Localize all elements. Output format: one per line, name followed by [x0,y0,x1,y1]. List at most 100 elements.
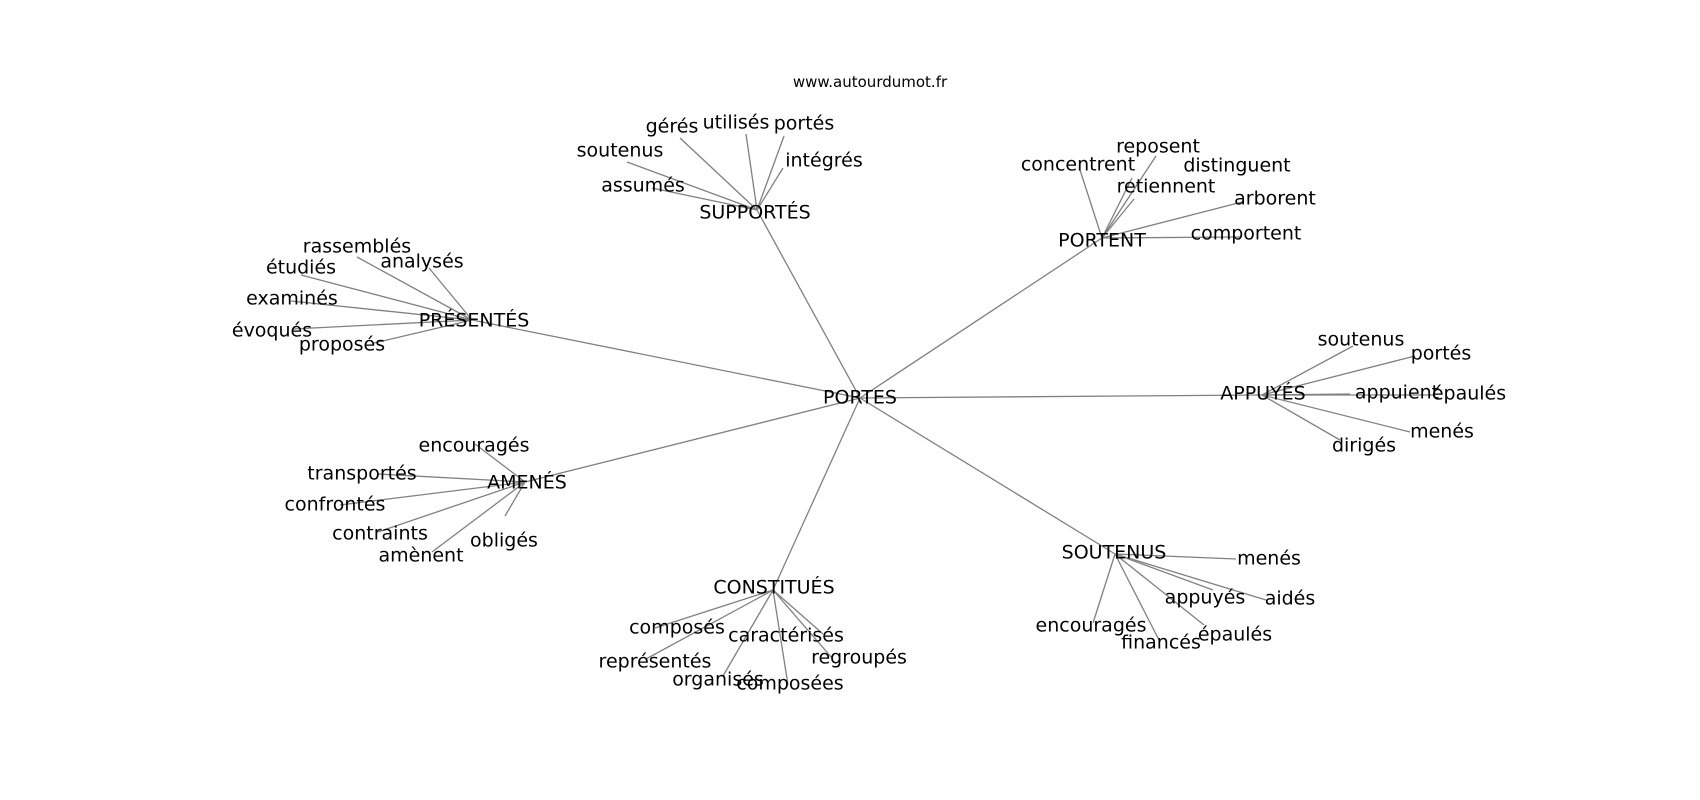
edge-soutenus-leaf-4 [1114,553,1205,626]
leaf-word-appuyes-3[interactable]: épaulés [1432,383,1506,405]
edge-supportes-leaf-0 [679,137,758,211]
edge-constitues-leaf-3 [645,589,774,660]
leaf-word-constitues-5[interactable]: composées [736,673,843,695]
leaf-word-soutenus-3[interactable]: encouragés [1036,615,1147,637]
edge-presentes-leaf-1 [428,267,473,321]
hub-word-portent[interactable]: PORTENT [1058,230,1146,252]
edge-appuyes-leaf-4 [1261,394,1411,433]
edge-appuyes-leaf-5 [1261,394,1341,441]
leaf-word-presentes-2[interactable]: étudiés [266,257,336,279]
leaf-word-appuyes-0[interactable]: soutenus [1318,329,1405,351]
leaf-word-portent-0[interactable]: reposent [1116,136,1200,158]
edge-center-presentes [471,319,861,399]
leaf-word-amenes-0[interactable]: encouragés [419,435,530,457]
leaf-word-appuyes-1[interactable]: portés [1411,343,1472,365]
edge-constitues-leaf-0 [654,589,774,629]
leaf-word-appuyes-2[interactable]: appuient [1355,382,1439,404]
edge-center-constitues [772,397,861,591]
edge-amenes-leaf-2 [339,481,526,506]
hub-word-supportes[interactable]: SUPPORTÉS [699,201,810,224]
leaf-word-portent-2[interactable]: distinguent [1183,155,1290,177]
graph-edges [290,133,1433,686]
edge-supportes-leaf-5 [651,187,758,211]
edge-center-amenes [524,397,861,483]
leaf-word-presentes-3[interactable]: examinés [246,288,338,310]
leaf-word-portent-3[interactable]: retiennent [1117,176,1216,198]
edge-presentes-leaf-0 [356,256,473,321]
leaf-word-amenes-5[interactable]: amènent [378,545,463,567]
hub-word-appuyes[interactable]: APPUYÉS [1220,382,1306,405]
leaf-word-constitues-4[interactable]: organisés [672,669,764,691]
leaf-word-constitues-2[interactable]: regroupés [811,647,907,669]
edge-soutenus-leaf-1 [1114,553,1214,591]
site-label: www.autourdumot.fr [793,73,948,91]
leaf-word-amenes-4[interactable]: obligés [470,530,538,552]
edge-center-portent [859,237,1103,399]
leaf-word-soutenus-4[interactable]: épaulés [1198,624,1272,646]
edge-amenes-leaf-0 [474,443,526,483]
edge-constitues-leaf-5 [772,589,789,686]
edge-soutenus-leaf-0 [1114,553,1237,560]
hub-word-presentes[interactable]: PRÉSENTÉS [419,309,530,332]
edge-supportes-leaf-1 [745,133,758,211]
edge-portent-leaf-2 [1101,177,1133,239]
edge-soutenus-leaf-2 [1114,553,1267,601]
edge-amenes-leaf-3 [377,481,526,533]
leaf-word-soutenus-2[interactable]: aidés [1265,588,1316,610]
edge-constitues-leaf-4 [722,589,774,677]
edge-amenes-leaf-5 [431,481,526,553]
edge-appuyes-leaf-0 [1261,345,1354,396]
leaf-word-portent-5[interactable]: comportent [1191,223,1302,245]
leaf-word-supportes-1[interactable]: utilisés [703,112,770,134]
edge-soutenus-leaf-3 [1092,553,1116,624]
edge-portent-leaf-0 [1101,155,1157,239]
edge-presentes-leaf-3 [290,300,473,321]
leaf-word-supportes-3[interactable]: soutenus [577,140,664,162]
edge-supportes-leaf-4 [756,167,784,211]
edge-presentes-leaf-5 [373,319,473,344]
edge-portent-leaf-5 [1101,236,1241,239]
hub-word-amenes[interactable]: AMENÉS [487,471,567,494]
edge-portent-leaf-4 [1101,201,1243,239]
edge-soutenus-leaf-5 [1114,553,1161,643]
edge-center-supportes [756,209,861,399]
leaf-word-soutenus-5[interactable]: financés [1121,632,1201,654]
edge-portent-leaf-3 [1101,198,1135,239]
edge-amenes-leaf-1 [377,473,526,483]
leaf-word-soutenus-0[interactable]: menés [1237,548,1301,570]
leaf-word-supportes-4[interactable]: intégrés [785,150,863,172]
hub-word-constitues[interactable]: CONSTITUÉS [713,576,834,599]
leaf-word-amenes-3[interactable]: contraints [332,523,428,545]
leaf-word-constitues-0[interactable]: composés [629,617,725,639]
leaf-word-soutenus-1[interactable]: appuyés [1165,587,1246,609]
edge-constitues-leaf-2 [772,589,833,659]
leaf-word-portent-1[interactable]: concentrent [1021,154,1135,176]
hub-word-soutenus[interactable]: SOUTENUS [1062,542,1167,564]
leaf-word-portent-4[interactable]: arborent [1234,188,1316,210]
leaf-word-presentes-5[interactable]: proposés [299,334,385,356]
leaf-word-presentes-0[interactable]: rassemblés [303,236,411,258]
leaf-word-supportes-5[interactable]: assumés [601,175,685,197]
leaf-word-presentes-4[interactable]: évoqués [232,320,312,342]
edge-appuyes-leaf-1 [1261,355,1416,396]
leaf-word-presentes-1[interactable]: analysés [380,251,463,273]
leaf-word-constitues-1[interactable]: caractérisés [728,625,844,647]
edge-portent-leaf-1 [1079,169,1103,239]
leaf-word-supportes-2[interactable]: portés [774,113,835,135]
leaf-word-amenes-1[interactable]: transportés [307,463,416,485]
leaf-word-supportes-0[interactable]: gérés [646,116,699,138]
center-word[interactable]: PORTES [823,387,897,409]
edge-amenes-leaf-4 [504,481,526,517]
leaf-word-appuyes-5[interactable]: dirigés [1332,435,1396,457]
leaf-word-amenes-2[interactable]: confrontés [285,494,386,516]
edge-supportes-leaf-3 [626,161,758,211]
leaf-word-constitues-3[interactable]: représentés [599,651,712,673]
edge-presentes-leaf-4 [292,319,473,330]
leaf-word-appuyes-4[interactable]: menés [1410,421,1474,443]
edge-constitues-leaf-1 [772,589,824,635]
edge-supportes-leaf-2 [756,135,785,211]
edge-presentes-leaf-2 [300,274,473,321]
edge-center-soutenus [859,397,1116,555]
